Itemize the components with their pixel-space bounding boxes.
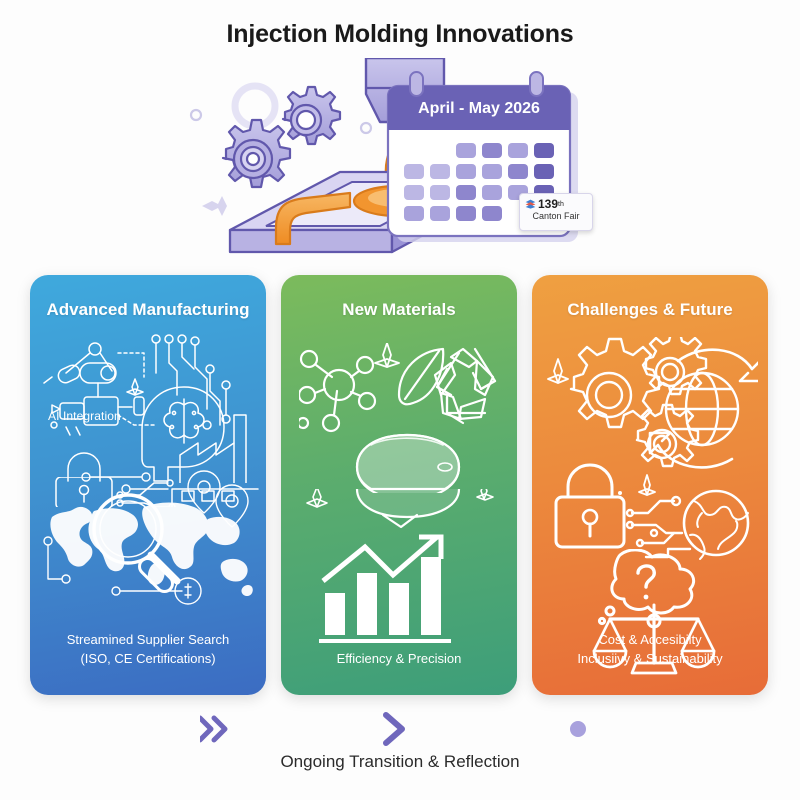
card-title: New Materials bbox=[342, 300, 456, 319]
ai-brain-head-icon bbox=[141, 386, 225, 483]
polymer-pellet-icon bbox=[355, 434, 461, 494]
card-caption-line-1: Cost & Accesibilty bbox=[598, 632, 702, 648]
card-caption-line-1: Streamined Supplier Search bbox=[66, 632, 230, 648]
card-artwork bbox=[532, 321, 768, 675]
canton-fair-number: 139 bbox=[538, 197, 559, 211]
location-pin-icon bbox=[187, 470, 249, 529]
polymer-pellet-icon bbox=[355, 489, 461, 529]
earth-icon bbox=[682, 490, 750, 561]
magnifier-globe-icon bbox=[92, 493, 181, 594]
canton-fair-ordinal-suffix: th bbox=[558, 200, 564, 208]
balance-scales-icon bbox=[592, 603, 716, 675]
card-new-materials[interactable]: New Materials bbox=[281, 275, 517, 695]
molecule-icon bbox=[299, 350, 377, 433]
circuit-traces-icon bbox=[151, 334, 231, 431]
padlock-icon bbox=[55, 477, 113, 508]
timeline-caption: Ongoing Transition & Reflection bbox=[280, 752, 520, 771]
sparkle-icon bbox=[547, 358, 569, 385]
gear-icon bbox=[281, 85, 342, 146]
gears-icon bbox=[569, 337, 708, 468]
robot-arm-icon bbox=[43, 342, 155, 437]
sparkle-icon bbox=[126, 378, 144, 397]
hero-illustration: April - May 2026 139 th Canton Fair bbox=[170, 58, 630, 254]
leaf-icon bbox=[397, 348, 445, 406]
card-caption: Streamined Supplier Search (ISO, CE Cert… bbox=[41, 631, 256, 669]
connector-nodes-icon bbox=[43, 472, 202, 606]
ongoing-transition-arrow bbox=[197, 712, 600, 746]
world-map-icon bbox=[50, 502, 253, 597]
recycle-icon bbox=[433, 348, 497, 425]
padlock-icon bbox=[554, 463, 626, 549]
calendar-header: April - May 2026 bbox=[418, 100, 540, 117]
bar-chart-growth-icon bbox=[319, 534, 451, 644]
padlock-icon bbox=[67, 452, 101, 483]
canton-fair-label: Canton Fair bbox=[532, 211, 580, 221]
card-caption-line-1: Efficiency & Precision bbox=[336, 651, 462, 667]
card-caption-line-2: (ISO, CE Certifications) bbox=[80, 651, 216, 667]
sparkle-icon bbox=[306, 489, 494, 509]
card-caption: Efficiency & Precision bbox=[292, 650, 507, 669]
card-title: Advanced Manufacturing bbox=[46, 300, 250, 319]
canton-fair-logo-icon bbox=[525, 199, 536, 209]
globe-rotation-icon bbox=[648, 348, 758, 470]
ai-integration-label: AI Integration bbox=[48, 409, 121, 424]
card-challenges-future[interactable]: Challenges & Future bbox=[532, 275, 768, 695]
card-title: Challenges & Future bbox=[567, 300, 733, 319]
card-artwork: AI Integration bbox=[30, 321, 266, 631]
card-artwork bbox=[281, 321, 517, 650]
question-thought-bubble-icon bbox=[597, 549, 696, 626]
card-advanced-manufacturing[interactable]: Advanced Manufacturing bbox=[30, 275, 266, 695]
canton-fair-badge: 139 th Canton Fair bbox=[519, 193, 593, 231]
gear-icon bbox=[221, 118, 292, 189]
factory-icon bbox=[179, 414, 247, 484]
circuit-traces-icon bbox=[625, 496, 692, 559]
feature-cards: Advanced Manufacturing bbox=[30, 275, 770, 695]
page-title: Injection Molding Innovations bbox=[226, 20, 574, 48]
sparkle-icon bbox=[618, 474, 656, 497]
sparkle-icon bbox=[374, 343, 400, 369]
